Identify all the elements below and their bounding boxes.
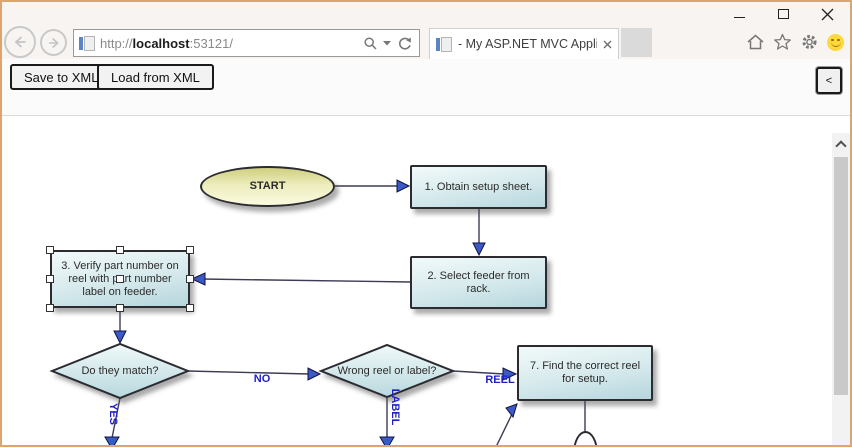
close-icon: [821, 8, 833, 20]
node-obtain-setup-sheet[interactable]: 1. Obtain setup sheet.: [410, 165, 547, 209]
page-icon: [79, 35, 95, 51]
tab-title: - My ASP.NET MVC Applica...: [458, 37, 597, 51]
settings-gear-icon[interactable]: [800, 33, 819, 51]
link-yes[interactable]: [111, 397, 121, 439]
collapse-panel-button[interactable]: <: [816, 67, 842, 94]
diagram-canvas[interactable]: START 1. Obtain setup sheet. 2. Select f…: [2, 116, 850, 445]
minimize-icon: [733, 16, 745, 18]
decision-shape-wrong-reel-or-label[interactable]: [318, 343, 456, 399]
link-2-to-3[interactable]: [201, 278, 411, 283]
maximize-icon: [777, 9, 789, 19]
selection-handle[interactable]: [116, 246, 124, 254]
tab-close-icon[interactable]: [603, 40, 612, 49]
decision-do-they-match-label[interactable]: Do they match?: [81, 365, 159, 377]
edge-label-label: LABEL: [389, 388, 401, 426]
node-start[interactable]: START: [200, 166, 335, 207]
address-bar[interactable]: http://localhost:53121/: [73, 29, 420, 57]
maximize-button[interactable]: [768, 4, 798, 24]
edge-label-reel: REEL: [485, 374, 515, 386]
url-text[interactable]: http://localhost:53121/: [100, 36, 363, 51]
node-select-feeder[interactable]: 2. Select feeder from rack.: [410, 256, 547, 309]
forward-arrow-icon: [48, 37, 59, 48]
selection-handle[interactable]: [46, 304, 54, 312]
arrowhead-icon: [190, 272, 206, 286]
scrollbar-thumb[interactable]: [834, 157, 848, 395]
selection-handle[interactable]: [186, 275, 194, 283]
link-diagonal-to-7[interactable]: [495, 411, 514, 445]
arrowhead-icon: [396, 179, 411, 193]
search-dropdown-caret-icon[interactable]: [383, 40, 391, 46]
url-scheme: http://: [100, 35, 133, 51]
link-reel[interactable]: [452, 370, 505, 375]
selection-handle[interactable]: [46, 246, 54, 254]
minimize-button[interactable]: [724, 4, 754, 24]
decision-wrong-reel-or-label-label[interactable]: Wrong reel or label?: [337, 365, 437, 377]
favorites-star-icon[interactable]: [773, 33, 792, 51]
url-rest: :53121/: [189, 35, 233, 51]
chevron-up-icon: [835, 139, 847, 152]
close-button[interactable]: [812, 4, 842, 24]
feedback-smiley-icon[interactable]: [827, 33, 844, 51]
arrowheads: [104, 179, 518, 445]
search-icon[interactable]: [363, 36, 378, 51]
selection-handle[interactable]: [46, 275, 54, 283]
back-button[interactable]: [4, 26, 36, 58]
page-toolbar: Save to XML Load from XML <: [2, 59, 850, 116]
scroll-up-button[interactable]: [832, 133, 850, 153]
back-arrow-icon: [14, 36, 26, 48]
arrowhead-icon: [502, 367, 518, 381]
title-bar: [2, 2, 850, 26]
refresh-icon[interactable]: [396, 35, 412, 51]
node-find-correct-reel[interactable]: 7. Find the correct reel for setup.: [517, 345, 653, 401]
url-host: localhost: [132, 35, 190, 51]
arrowhead-icon: [104, 436, 120, 445]
edge-label-no: NO: [253, 373, 271, 385]
arrowhead-icon: [113, 330, 127, 345]
arrowhead-icon: [472, 242, 486, 257]
navigation-bar: http://localhost:53121/ - My ASP.NET MVC…: [2, 26, 850, 59]
tab-favicon-icon: [436, 36, 452, 52]
save-xml-button[interactable]: Save to XML: [10, 64, 113, 90]
connector-lines: [111, 185, 586, 445]
selection-handle[interactable]: [186, 246, 194, 254]
selection-handle[interactable]: [116, 275, 124, 283]
tab-active[interactable]: - My ASP.NET MVC Applica...: [429, 28, 619, 59]
connector-layer: [49, 179, 586, 445]
edge-label-yes: YES: [107, 402, 119, 425]
arrowhead-icon: [379, 436, 395, 445]
selection-handle[interactable]: [116, 304, 124, 312]
link-no[interactable]: [187, 370, 310, 375]
arrowhead-icon: [307, 367, 322, 381]
load-xml-button[interactable]: Load from XML: [97, 64, 214, 90]
selection-handle[interactable]: [186, 304, 194, 312]
decision-shape-do-they-match[interactable]: [49, 342, 191, 400]
arrowhead-icon: [505, 403, 518, 419]
vertical-scrollbar[interactable]: [832, 133, 850, 445]
forward-button[interactable]: [40, 29, 67, 56]
new-tab-button[interactable]: [621, 28, 652, 57]
home-icon[interactable]: [746, 33, 765, 51]
